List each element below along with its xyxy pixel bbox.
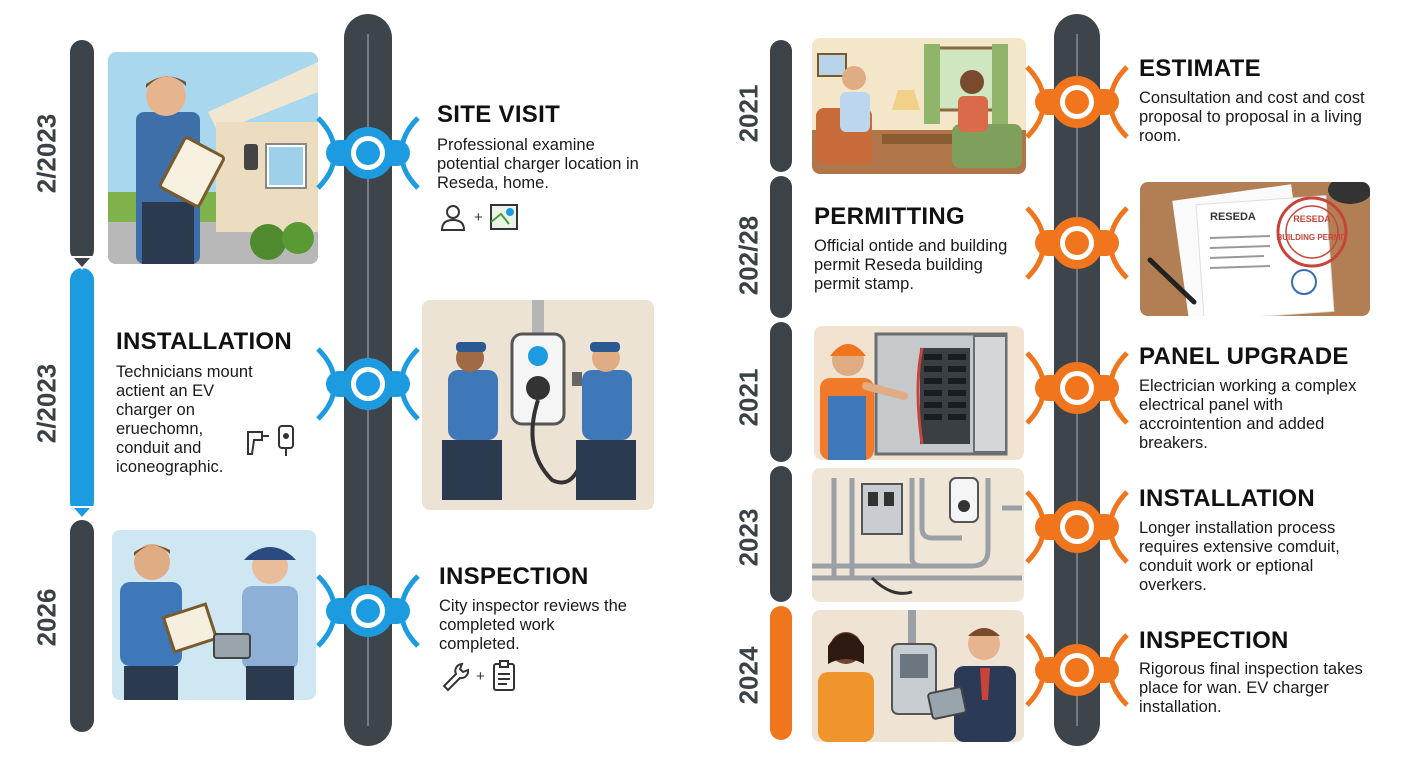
step-title: ESTIMATE xyxy=(1139,55,1261,82)
step-description: Rigorous final inspection takes place fo… xyxy=(1139,660,1363,716)
right-year-rail-orange xyxy=(770,606,792,740)
charger-plug-icon xyxy=(278,425,294,456)
plus-sign: + xyxy=(474,208,483,226)
drill-icon xyxy=(247,431,269,455)
step-title: PANEL UPGRADE xyxy=(1139,343,1349,370)
inspection-photo xyxy=(112,530,316,700)
year-label: 2024 xyxy=(733,646,764,705)
stamp-text: RESEDA xyxy=(1293,214,1331,224)
left-year-rail-bottom xyxy=(70,520,94,732)
step-title: INSTALLATION xyxy=(116,328,293,355)
step-title: SITE VISIT xyxy=(437,101,561,128)
step-title: INSPECTION xyxy=(1139,627,1289,654)
right-year-rail-segment xyxy=(770,466,792,602)
right-year-rail-segment xyxy=(770,176,792,318)
stamp-text: BUILDING PERMIT xyxy=(1276,233,1347,242)
wrench-icon xyxy=(442,662,470,692)
site-visit-photo xyxy=(108,52,318,264)
step-description: Technicians mount actient an EV charger … xyxy=(116,363,253,476)
rail-chevron-icon xyxy=(70,256,94,270)
installation-photo xyxy=(422,300,654,510)
permit-header: RESEDA xyxy=(1210,211,1256,223)
step-description: Longer installation process requires ext… xyxy=(1139,519,1340,594)
timeline-node xyxy=(1025,206,1129,280)
step-description: City inspector reviews the completed wor… xyxy=(439,597,627,653)
year-label: 2021 xyxy=(733,84,764,143)
year-label: 2023 xyxy=(733,508,764,567)
right-year-rail-segment xyxy=(770,322,792,462)
year-label: 2/2023 xyxy=(31,363,62,444)
right-year-rail-segment xyxy=(770,40,792,172)
person-icon xyxy=(440,205,466,231)
step-description: Consultation and cost and cost proposal … xyxy=(1139,89,1365,145)
timeline-node xyxy=(316,574,420,648)
year-label: 2026 xyxy=(31,588,62,647)
plus-sign: + xyxy=(476,667,485,685)
step-title: INSPECTION xyxy=(439,563,589,590)
left-year-rail-top xyxy=(70,40,94,262)
timeline-node xyxy=(1025,490,1129,564)
timeline-node xyxy=(1025,351,1129,425)
year-label: 2/2023 xyxy=(31,113,62,194)
final-inspection-photo xyxy=(812,610,1024,742)
map-icon xyxy=(489,204,518,230)
timeline-node xyxy=(1025,65,1129,139)
step-title: PERMITTING xyxy=(814,203,965,230)
conduit-installation-photo xyxy=(812,468,1024,602)
left-year-rail-blue xyxy=(70,268,94,514)
year-label: 2021 xyxy=(733,368,764,427)
permit-photo: RESEDA RESEDA BUILDING PERMIT xyxy=(1140,182,1370,316)
checklist-icon xyxy=(492,660,515,691)
year-label: 202/28 xyxy=(733,215,764,296)
panel-upgrade-photo xyxy=(814,326,1024,460)
timeline-node xyxy=(316,116,420,190)
estimate-photo xyxy=(812,38,1026,174)
timeline-node xyxy=(1025,633,1129,707)
step-description: Professional examine potential charger l… xyxy=(437,136,639,192)
step-title: INSTALLATION xyxy=(1139,485,1316,512)
step-description: Official ontide and building permit Rese… xyxy=(814,237,1008,293)
rail-chevron-icon xyxy=(70,506,94,520)
timeline-node xyxy=(316,347,420,421)
step-description: Electrician working a complex electrical… xyxy=(1139,377,1357,452)
